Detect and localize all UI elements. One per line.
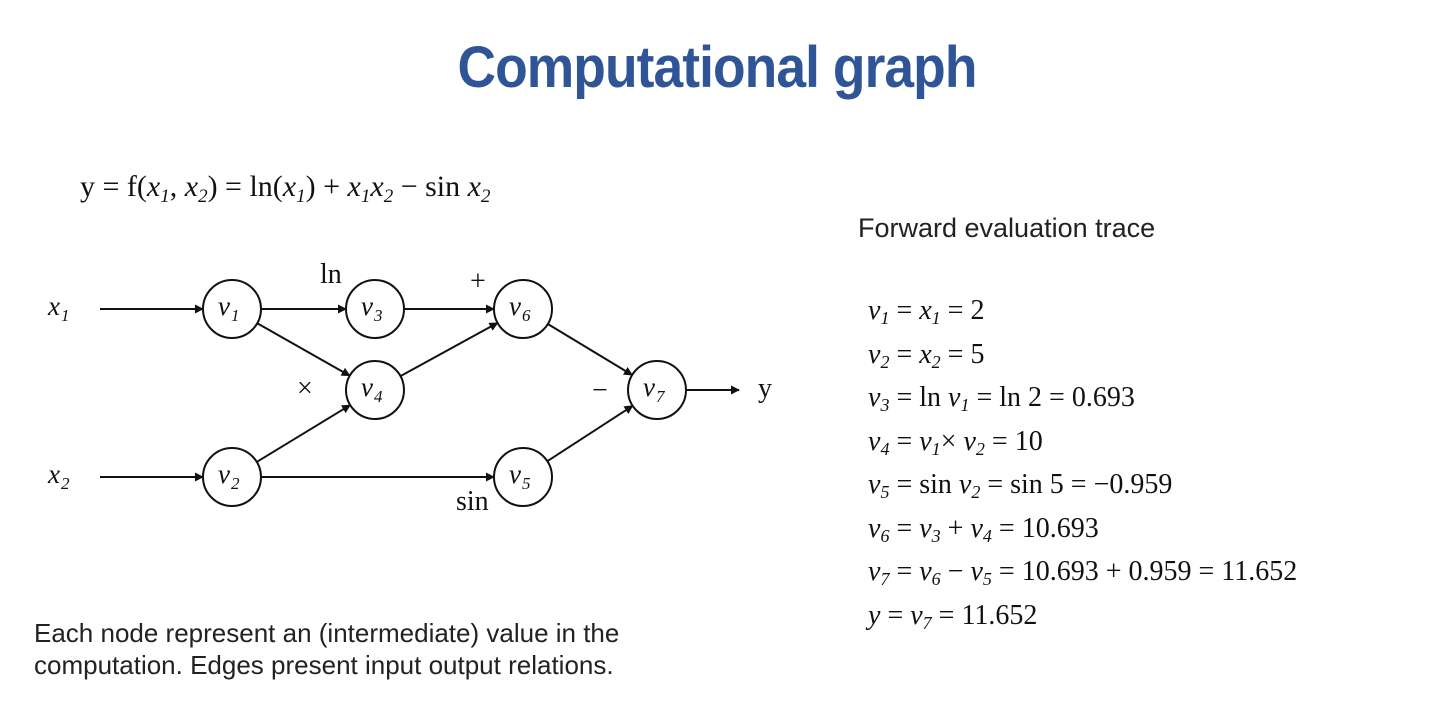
graph-node-v6: v6 <box>493 279 553 339</box>
edge-v6-v7 <box>547 323 633 376</box>
op-label-times: × <box>297 373 313 404</box>
graph-node-v1: v1 <box>202 279 262 339</box>
node-label-v4: v4 <box>361 372 383 406</box>
node-circle-v5 <box>493 447 553 507</box>
slide-title: Computational graph <box>457 35 977 100</box>
graph-node-v3: v3 <box>345 279 405 339</box>
graph-nodes: v1 v2 v3 v4 v5 v6 v7 x1 x2 <box>47 279 687 507</box>
graph-node-v4: v4 <box>345 360 405 420</box>
op-label-plus: + <box>470 266 486 297</box>
caption: Each node represent an (intermediate) va… <box>34 617 754 681</box>
node-label-v3: v3 <box>361 291 382 325</box>
node-label-v1: v1 <box>218 291 239 325</box>
caption-line-1: Each node represent an (intermediate) va… <box>34 618 620 648</box>
trace-line-7: v7 = v6 − v5 = 10.693 + 0.959 = 11.652 <box>868 556 1298 589</box>
graph-node-v5: v5 <box>493 447 553 507</box>
edge-v1-v4 <box>256 322 351 377</box>
output-label-y: y <box>758 373 772 404</box>
node-circle-v6 <box>493 279 553 339</box>
op-label-ln: ln <box>320 259 342 290</box>
trace-line-2: v2 = x2 = 5 <box>868 338 985 372</box>
node-label-v6: v6 <box>509 291 531 325</box>
edge-v5-v7 <box>546 404 634 463</box>
trace-line-4: v4 = v1× v2 = 10 <box>868 425 1043 459</box>
edge-v4-v6 <box>399 322 499 377</box>
graph-labels: ln + × − sin y <box>297 259 772 517</box>
graph-node-v2: v2 <box>202 447 262 507</box>
input-label-x1: x1 <box>47 291 69 325</box>
op-label-sin: sin <box>456 486 489 517</box>
node-circle-v3 <box>345 279 405 339</box>
node-circle-v4 <box>345 360 405 420</box>
op-label-minus: − <box>592 375 608 406</box>
trace-line-8: y = v7 = 11.652 <box>868 599 1038 633</box>
forward-trace-list: v1 = x1 = 2 v2 = x2 = 5 v3 = ln v1 = ln 2 … <box>868 293 1297 641</box>
trace-heading: Forward evaluation trace <box>858 213 1156 243</box>
trace-line-6: v6 = v3 + v4 = 10.693 <box>868 512 1099 546</box>
caption-line-2: computation. Edges present input output … <box>34 650 614 680</box>
node-label-v5: v5 <box>509 459 530 493</box>
trace-line-1: v1 = x1 = 2 <box>868 295 985 328</box>
edge-v2-v4 <box>256 404 351 463</box>
input-label-x2: x2 <box>47 459 70 493</box>
graph-node-v7: v7 <box>627 360 687 420</box>
node-label-v7: v7 <box>643 372 666 406</box>
node-circle-v1 <box>202 279 262 339</box>
node-circle-v2 <box>202 447 262 507</box>
trace-line-3: v3 = ln v1 = ln 2 = 0.693 <box>868 382 1135 415</box>
trace-line-5: v5 = sin v2 = sin 5 = −0.959 <box>868 469 1173 502</box>
node-circle-v7 <box>627 360 687 420</box>
graph-edges <box>100 304 740 482</box>
function-formula: y = f(x1, x2) = ln(x1) + x1x2 − sin x2 <box>80 170 491 207</box>
node-label-v2: v2 <box>218 459 240 493</box>
